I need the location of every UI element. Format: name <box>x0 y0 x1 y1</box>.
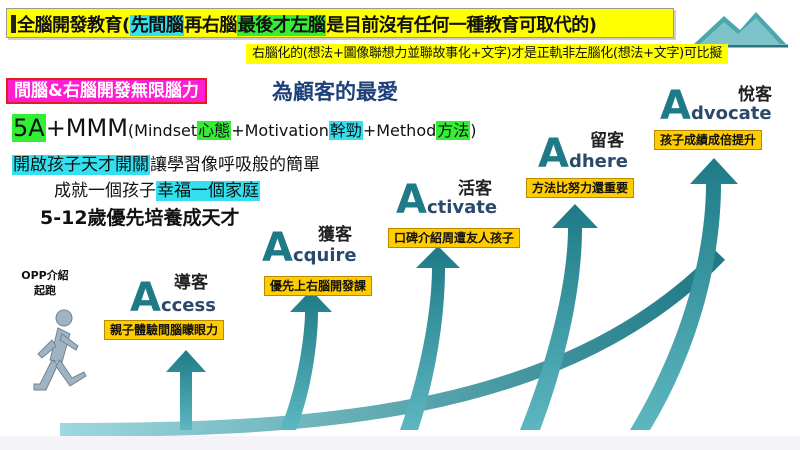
stage-2-cap: A <box>262 225 293 271</box>
stage-5-note: 孩子成績成倍提升 <box>654 130 763 150</box>
page-title: 全腦開發教育(先間腦再右腦最後才左腦是目前沒有任何一種教育可取代的) <box>17 11 597 37</box>
formula-line: 5A+MMM(Mindset心態+Motivation幹勁+Method方法) <box>12 114 477 142</box>
formula-mindset-cn: 心態 <box>197 121 232 140</box>
stage-2-note: 優先上右腦開發課 <box>264 276 373 296</box>
opp-label-line-2: 起跑 <box>34 284 56 297</box>
stage-2-cn: 獲客 <box>318 225 352 245</box>
stage-5-en: Advocate <box>660 86 772 126</box>
title-bar: 全腦開發教育(先間腦再右腦最後才左腦是目前沒有任何一種教育可取代的) <box>6 8 674 38</box>
stage-3-en: Activate <box>396 180 497 220</box>
formula-motivation-cn: 幹勁 <box>328 121 363 140</box>
formula-mmm: +MMM <box>45 114 128 142</box>
formula-mindset: (Mindset <box>127 121 198 140</box>
genius-line: 開啟孩子天才開關讓學習像呼吸般的簡單 <box>12 150 320 175</box>
title-part-4: 最後才左腦 <box>236 15 327 36</box>
stage-4-rest: dhere <box>568 151 628 172</box>
title-part-3: 再右腦 <box>184 15 237 36</box>
genius-line-rest: 讓學習像呼吸般的簡單 <box>150 155 320 175</box>
stage-2-en: Acquire <box>262 228 357 268</box>
formula-method: +Method <box>362 121 437 140</box>
runner-icon <box>33 309 87 391</box>
title-part-1: 全腦開發教育( <box>17 15 130 36</box>
subtitle-note: 右腦化的(想法+圖像聯想力並聯故事化+文字)才是正軌非左腦化(想法+文字)可比擬 <box>246 44 728 64</box>
arrow-5 <box>630 158 738 430</box>
highlight-tag: 間腦&右腦開發無限腦力 <box>6 78 207 104</box>
formula-5a: 5A <box>12 114 46 142</box>
stage-1-en: Access <box>130 278 216 318</box>
arrow-4 <box>520 204 598 430</box>
stage-3-cn: 活客 <box>458 179 492 199</box>
tag-tail-text: 為顧客的最愛 <box>272 80 398 104</box>
stage-5-cap: A <box>660 83 691 129</box>
bottom-bar <box>0 436 800 450</box>
family-line-start: 成就一個孩子 <box>54 181 156 201</box>
title-accent-strip <box>11 15 16 33</box>
stage-5-rest: dvocate <box>690 103 772 124</box>
opp-label-line-1: OPP介紹 <box>21 269 69 282</box>
arrow-3 <box>400 246 460 430</box>
formula-close: ) <box>470 121 477 140</box>
genius-line-highlight: 開啟孩子天才開關 <box>12 155 150 175</box>
stage-4-cap: A <box>538 131 569 177</box>
arrow-1 <box>166 350 206 430</box>
stage-4-note: 方法比努力還重要 <box>526 178 635 198</box>
formula-method-cn: 方法 <box>436 121 471 140</box>
stage-4-en: Adhere <box>538 134 628 174</box>
title-part-5: 是目前沒有任何一種教育可取代的) <box>326 15 597 36</box>
age-line: 5-12歲優先培養成天才 <box>40 207 240 229</box>
opp-label: OPP介紹 起跑 <box>20 268 70 298</box>
stage-2-rest: cquire <box>292 245 357 266</box>
stage-1-note: 親子體驗間腦矇眼力 <box>104 320 225 340</box>
family-line: 成就一個孩子幸福一個家庭 <box>54 176 260 201</box>
stage-3-note: 口碑介紹周遭友人孩子 <box>388 228 521 248</box>
stage-3-rest: ctivate <box>426 197 498 218</box>
formula-motivation: +Motivation <box>231 121 329 140</box>
stage-1-cn: 導客 <box>174 273 208 293</box>
arrow-2 <box>280 290 332 430</box>
stage-3-cap: A <box>396 177 427 223</box>
title-part-2: 先間腦 <box>129 15 185 36</box>
stage-5-cn: 悅客 <box>738 85 772 105</box>
logo-icon <box>692 12 788 48</box>
stage-1-rest: ccess <box>160 295 216 316</box>
stage-1-cap: A <box>130 275 161 321</box>
stage-4-cn: 留客 <box>590 131 624 151</box>
family-line-highlight: 幸福一個家庭 <box>156 181 260 201</box>
